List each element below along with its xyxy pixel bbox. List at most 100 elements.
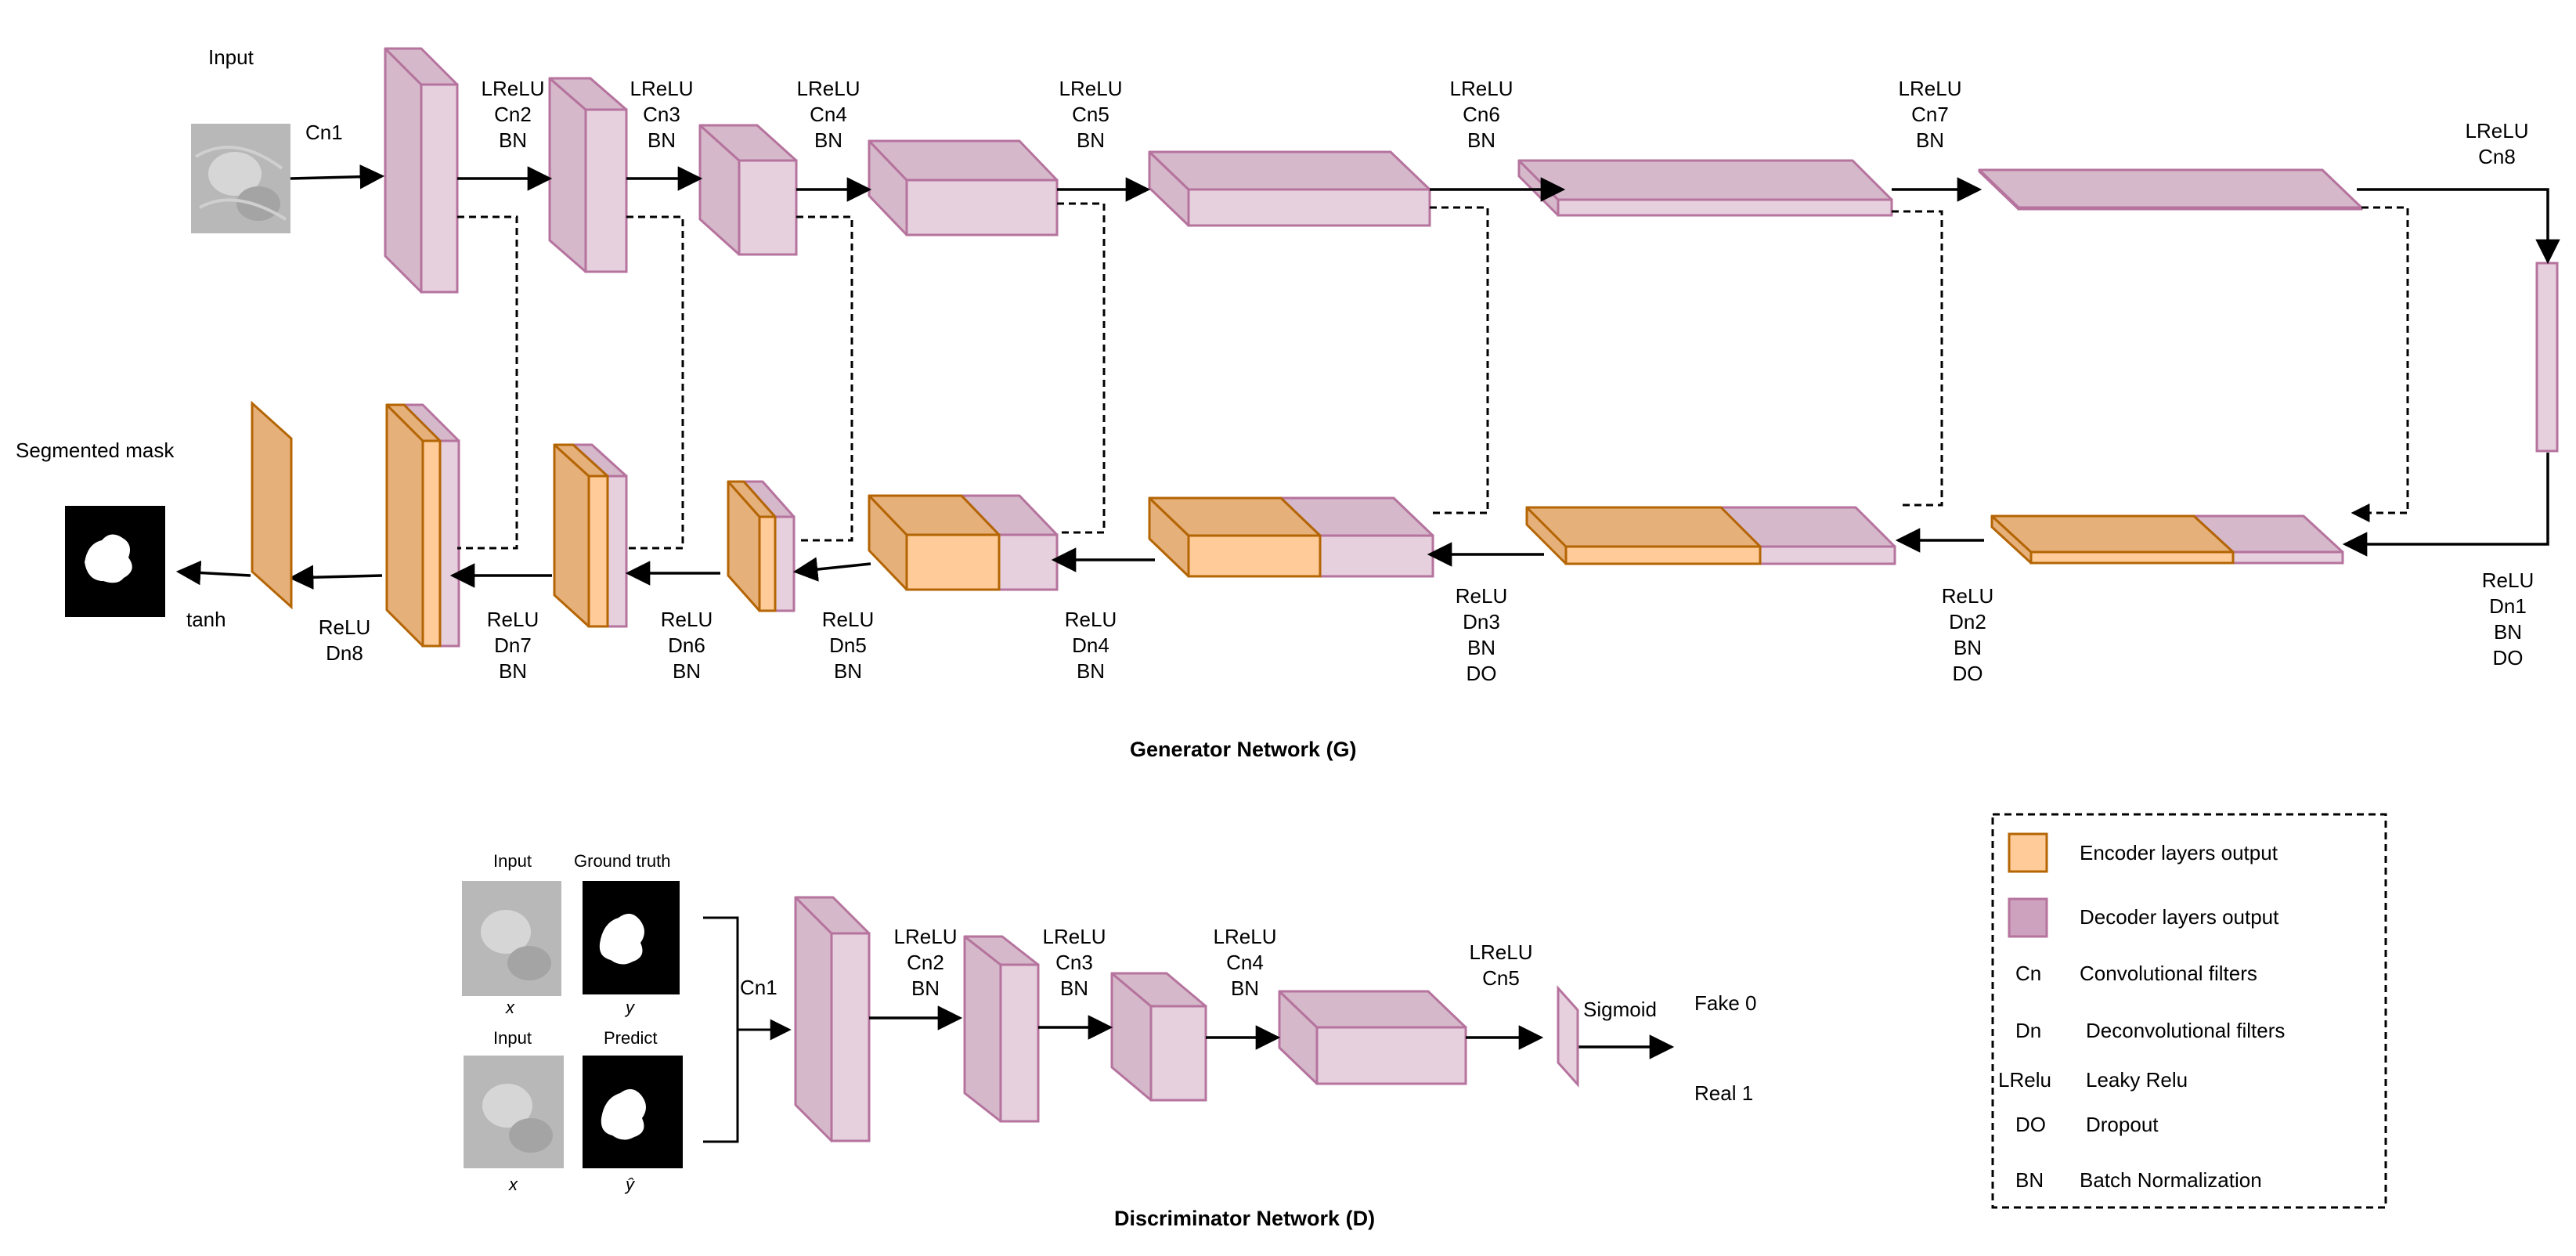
legend-decoder-swatch bbox=[2008, 897, 2048, 938]
discriminator-network: Input Ground truth x y Input Predict x ŷ bbox=[462, 851, 1757, 1230]
decoder-block-5 bbox=[727, 480, 796, 612]
encoder-block-6 bbox=[1517, 159, 1893, 217]
generator-input-label: Input bbox=[208, 45, 254, 69]
generator-tanh-label: tanh bbox=[186, 608, 226, 631]
generator-network: Input Cn1 bbox=[16, 45, 2560, 761]
legend-text-bn: Batch Normalization bbox=[2080, 1168, 2262, 1192]
disc-sigmoid-label: Sigmoid bbox=[1583, 998, 1657, 1021]
disc-block-4 bbox=[1278, 990, 1467, 1085]
legend-text-do: Dropout bbox=[2086, 1113, 2159, 1136]
encoder-block-4 bbox=[868, 139, 1059, 236]
generator-encoder-arrows bbox=[290, 164, 2560, 557]
disc-real-label: Real 1 bbox=[1694, 1081, 1753, 1105]
decoder-block-5-encoder-part bbox=[727, 480, 777, 612]
decoder-block-6 bbox=[553, 443, 628, 628]
encoder-block-8 bbox=[2535, 262, 2559, 453]
disc-predict-label: Predict bbox=[604, 1028, 657, 1048]
generator-cn1-label: Cn1 bbox=[305, 121, 343, 144]
legend-encoder-label: Encoder layers output bbox=[2080, 841, 2278, 864]
discriminator-arrows bbox=[869, 1005, 1675, 1059]
decoder-block-1 bbox=[1990, 514, 2344, 565]
encoder-block-5 bbox=[1148, 150, 1431, 227]
decoder-block-3-encoder-part bbox=[1148, 496, 1322, 578]
decoder-block-3 bbox=[1148, 496, 1434, 578]
disc-input-image-top bbox=[462, 881, 561, 996]
disc-x-label-top: x bbox=[505, 998, 515, 1017]
disc-cn1-label: Cn1 bbox=[740, 976, 777, 999]
generator-decoder-blocks bbox=[385, 403, 2344, 648]
disc-yhat-label: ŷ bbox=[624, 1175, 636, 1194]
generator-decoder-arrows bbox=[175, 528, 1984, 590]
generator-encoder-blocks bbox=[384, 47, 2559, 453]
decoder-block-1-encoder-part bbox=[1990, 514, 2235, 565]
generator-input-image bbox=[191, 124, 290, 233]
disc-block-3 bbox=[1110, 972, 1207, 1102]
legend-abbr-cn: Cn bbox=[2015, 962, 2041, 985]
decoder-block-7 bbox=[385, 403, 460, 648]
encoder-block-1 bbox=[384, 47, 459, 294]
legend-abbr-dn: Dn bbox=[2015, 1019, 2041, 1042]
encoder-block-3 bbox=[698, 124, 798, 256]
generator-title: Generator Network (G) bbox=[1130, 738, 1357, 761]
decoder-block-2 bbox=[1525, 506, 1896, 565]
decoder-block-7-encoder-part bbox=[385, 403, 442, 648]
disc-fake-label: Fake 0 bbox=[1694, 991, 1757, 1015]
decoder-block-4-encoder-part bbox=[868, 494, 1001, 591]
legend-box bbox=[1991, 813, 2387, 1209]
disc-x-label-bottom: x bbox=[508, 1175, 518, 1194]
disc-sigmoid-layer bbox=[1557, 985, 1579, 1088]
disc-input-label-top: Input bbox=[493, 851, 532, 871]
legend-encoder-swatch bbox=[2008, 832, 2048, 873]
legend-text-lrelu: Leaky Relu bbox=[2086, 1068, 2188, 1092]
disc-ground-truth-label: Ground truth bbox=[574, 851, 671, 871]
generator-output-label: Segmented mask bbox=[16, 439, 175, 462]
decoder-block-6-encoder-part bbox=[553, 443, 609, 628]
legend-text-cn: Convolutional filters bbox=[2080, 962, 2257, 985]
disc-block-2 bbox=[963, 935, 1040, 1123]
legend-abbr-lrelu: LRelu bbox=[1998, 1068, 2051, 1092]
generator-segmented-mask-image bbox=[65, 506, 165, 617]
legend-abbr-do: DO bbox=[2015, 1113, 2046, 1136]
legend-text-dn: Deconvolutional filters bbox=[2086, 1019, 2285, 1042]
legend: Encoder layers output Decoder layers out… bbox=[1991, 813, 2387, 1209]
generator-output-layer bbox=[251, 400, 293, 610]
decoder-block-2-encoder-part bbox=[1525, 506, 1762, 565]
disc-predict-image bbox=[583, 1056, 683, 1168]
disc-block-1 bbox=[794, 896, 871, 1142]
disc-input-bracket bbox=[703, 916, 792, 1143]
discriminator-blocks bbox=[794, 896, 1467, 1142]
legend-decoder-label: Decoder layers output bbox=[2080, 905, 2279, 929]
discriminator-title: Discriminator Network (D) bbox=[1114, 1207, 1375, 1230]
disc-input-image-bottom bbox=[464, 1056, 564, 1168]
disc-ground-truth-image bbox=[583, 881, 680, 994]
encoder-block-2 bbox=[548, 77, 628, 273]
generator-skip-connections bbox=[457, 202, 2409, 550]
decoder-block-4 bbox=[868, 494, 1059, 591]
disc-y-label: y bbox=[624, 998, 636, 1017]
legend-abbr-bn: BN bbox=[2015, 1168, 2044, 1192]
